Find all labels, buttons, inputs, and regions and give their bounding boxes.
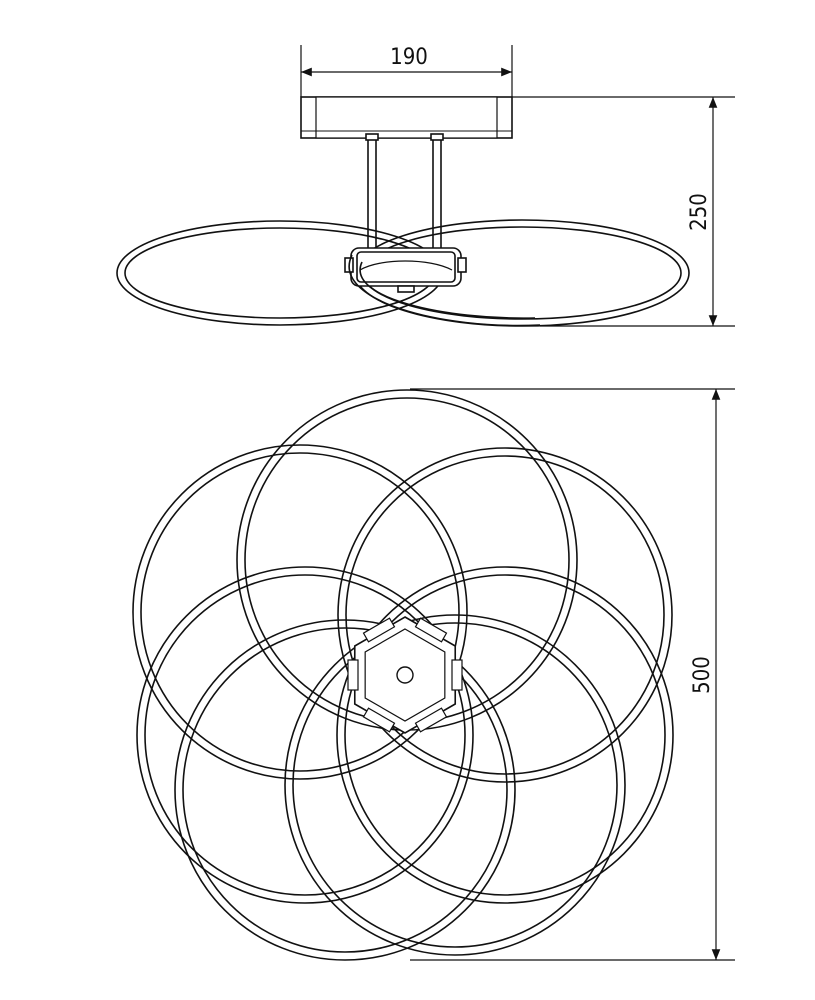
top-hub: [347, 616, 463, 734]
height-dimension: [512, 96, 735, 327]
width-dimension-label: 190: [390, 45, 428, 70]
top-ring-2: [132, 444, 468, 780]
width-dimension: [300, 45, 513, 97]
top-ring-3: [337, 447, 673, 783]
top-ring-5: [336, 566, 674, 904]
side-view: [116, 96, 690, 327]
height-dimension-label: 250: [687, 193, 712, 231]
top-ring-7: [284, 614, 626, 956]
top-ring-6: [174, 619, 516, 961]
side-hub: [344, 247, 467, 293]
diameter-dimension-label: 500: [690, 656, 715, 694]
side-ring-front: [348, 254, 541, 327]
top-view: [132, 389, 674, 961]
diameter-dimension: [410, 388, 735, 961]
ceiling-canopy: [300, 96, 513, 139]
top-ring-4: [136, 566, 474, 904]
